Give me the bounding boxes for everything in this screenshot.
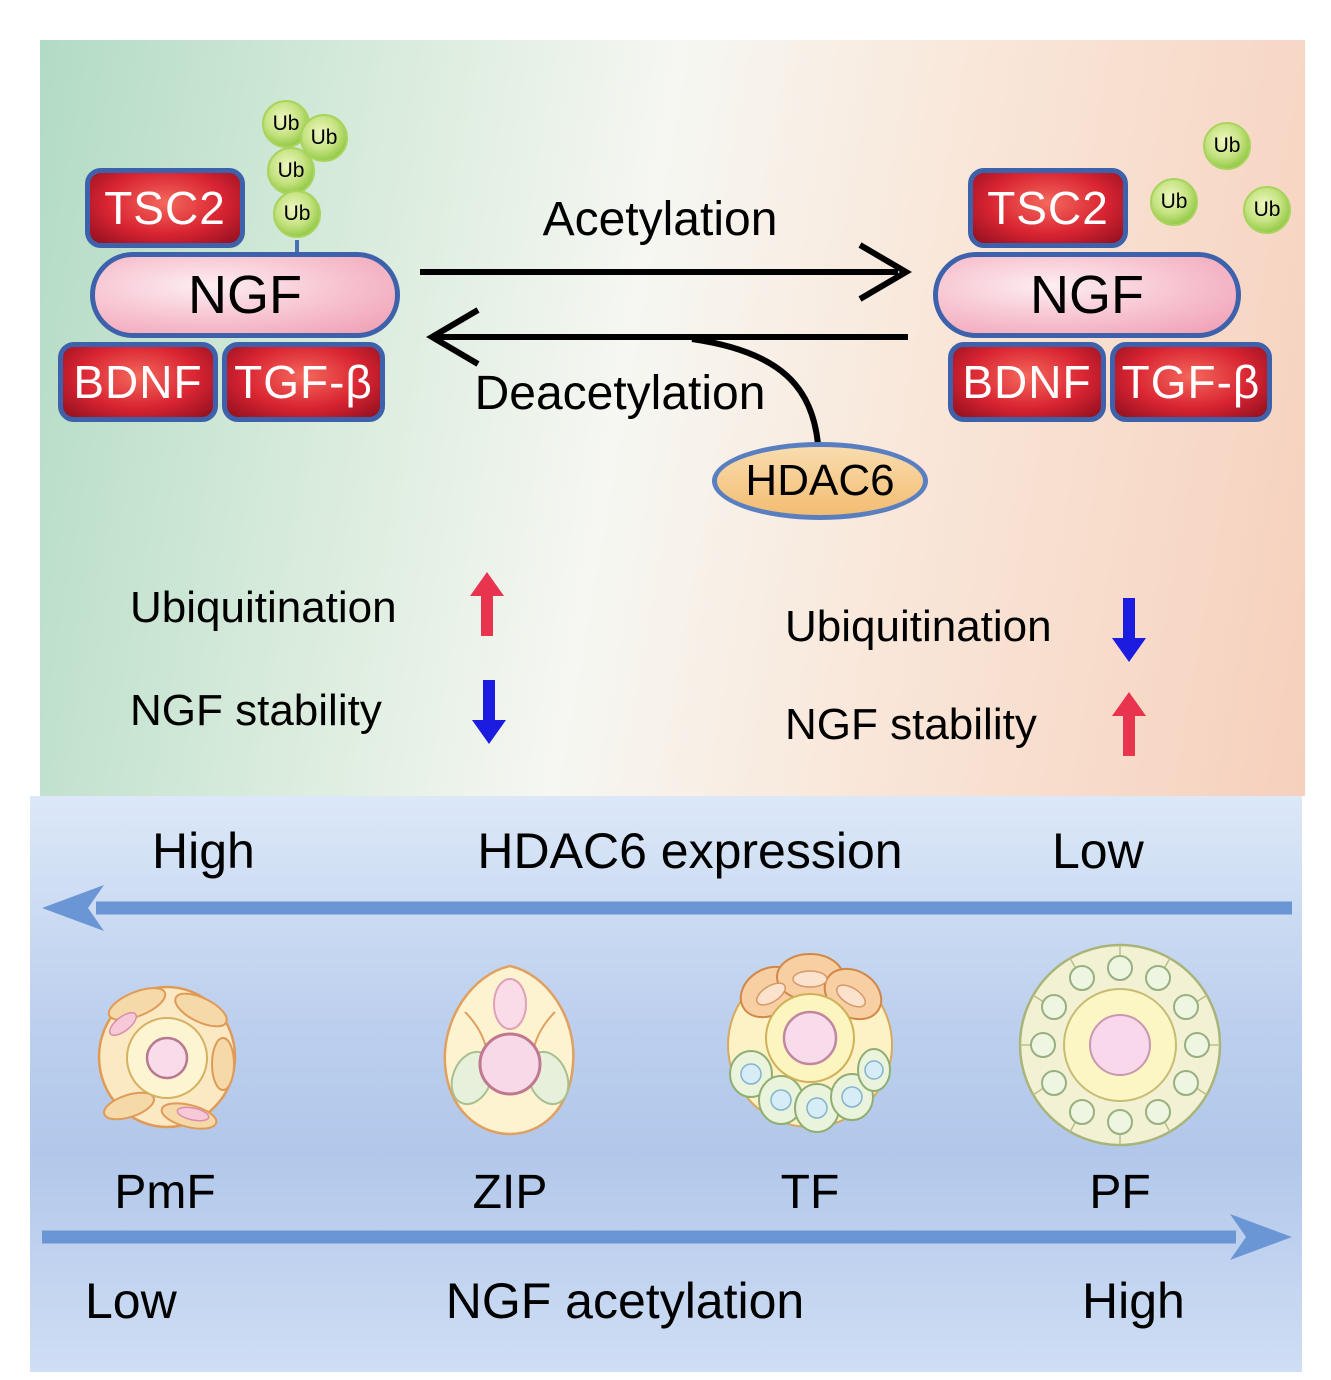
ngf-axis-low-label: Low xyxy=(85,1273,177,1329)
hdac6-ellipse: HDAC6 xyxy=(712,442,928,520)
stage-label-pmf: PmF xyxy=(114,1166,216,1219)
up-arrow-icon xyxy=(470,572,504,636)
down-arrow-icon xyxy=(1112,598,1146,662)
ngf-pill: NGF xyxy=(933,252,1241,338)
zip-follicle-illustration xyxy=(443,964,575,1136)
ubiquitination-status: Ubiquitination xyxy=(130,583,397,632)
tgfb-box: TGF-β xyxy=(222,342,385,422)
hdac6-connector xyxy=(691,336,821,445)
bdnf-label: BDNF xyxy=(73,356,203,408)
hdac6-axis-arrow xyxy=(42,885,1292,931)
ngf-axis-title: NGF acetylation xyxy=(445,1273,805,1329)
ngf-pill: NGF xyxy=(90,252,400,338)
stage-label-tf: TF xyxy=(780,1166,840,1219)
hdac6-label: HDAC6 xyxy=(745,456,895,505)
down-arrow-icon xyxy=(472,680,506,744)
ubiquitin-icon: Ub xyxy=(267,147,315,195)
ubiquitin-icon: Ub xyxy=(273,190,321,238)
tsc2-box: TSC2 xyxy=(968,168,1128,248)
ngf-stability-status: NGF stability xyxy=(130,686,382,735)
tgfb-box: TGF-β xyxy=(1110,342,1272,422)
hdac6-axis-low-label: Low xyxy=(1052,823,1144,879)
primary-follicle-illustration xyxy=(1018,943,1222,1147)
ubiquitin-icon: Ub xyxy=(1150,178,1198,226)
deacetylation-label: Deacetylation xyxy=(474,367,766,420)
ub-label: Ub xyxy=(310,126,338,149)
stage-label-zip: ZIP xyxy=(472,1166,548,1219)
hdac6-axis-title: HDAC6 expression xyxy=(477,823,903,879)
ub-label: Ub xyxy=(1253,198,1281,221)
ngf-label: NGF xyxy=(1030,265,1144,325)
stage-label-pf: PF xyxy=(1089,1166,1151,1219)
bdnf-box: BDNF xyxy=(948,342,1106,422)
acetylation-arrowhead xyxy=(858,242,912,302)
tsc2-label: TSC2 xyxy=(987,182,1109,234)
deacetylation-arrowhead xyxy=(426,307,480,367)
hdac6-axis-high-label: High xyxy=(152,823,255,879)
ubiquitination-status: Ubiquitination xyxy=(785,602,1052,651)
tsc2-label: TSC2 xyxy=(104,182,226,234)
ubiquitin-icon: Ub xyxy=(1243,186,1291,234)
up-arrow-icon xyxy=(1112,692,1146,756)
ub-label: Ub xyxy=(1213,134,1241,157)
reaction-arrows xyxy=(420,242,912,445)
bdnf-label: BDNF xyxy=(962,356,1092,408)
acetylation-label: Acetylation xyxy=(542,193,778,246)
ub-chain-link xyxy=(295,240,299,256)
tgfb-label: TGF-β xyxy=(234,356,373,408)
tgfb-label: TGF-β xyxy=(1121,356,1261,408)
ngf-axis-high-label: High xyxy=(1082,1273,1185,1329)
ubiquitin-icon: Ub xyxy=(262,100,310,148)
ub-label: Ub xyxy=(283,202,311,225)
transitional-follicle-illustration xyxy=(727,953,893,1133)
ub-label: Ub xyxy=(272,112,300,135)
ngf-stability-status: NGF stability xyxy=(785,700,1037,749)
bdnf-box: BDNF xyxy=(58,342,218,422)
tsc2-box: TSC2 xyxy=(85,168,245,248)
ub-label: Ub xyxy=(1160,190,1188,213)
ngf-label: NGF xyxy=(188,265,302,325)
ngf-axis-arrow xyxy=(42,1214,1292,1260)
ub-label: Ub xyxy=(277,159,305,182)
ubiquitin-icon: Ub xyxy=(1203,122,1251,170)
primordial-follicle-illustration xyxy=(97,985,237,1130)
